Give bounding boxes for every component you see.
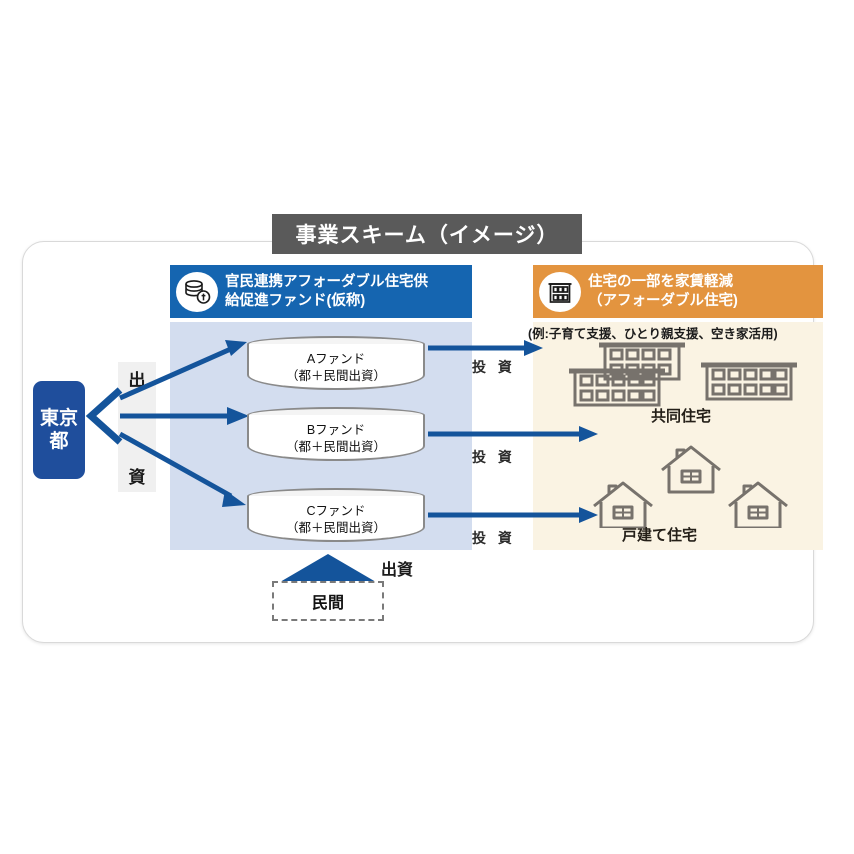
fund-header-text: 官民連携アフォーダブル住宅供 給促進ファンド(仮称) <box>225 273 428 310</box>
tokyo-line2: 都 <box>49 431 69 452</box>
fund-cylinder-c: Cファンド （都＋民間出資） <box>247 488 425 542</box>
coins-icon <box>176 271 218 312</box>
arrow-minkan-to-funds <box>280 554 376 586</box>
fund-header-line1: 官民連携アフォーダブル住宅供 <box>225 273 428 290</box>
fund-c-name: Cファンド <box>306 504 366 519</box>
fund-a-sub: （都＋民間出資） <box>285 368 386 383</box>
page-title: 事業スキーム（イメージ） <box>272 214 582 254</box>
investment-label-1: 投 資 <box>472 359 516 375</box>
cylinder-body: Bファンド （都＋民間出資） <box>247 415 425 461</box>
fund-cylinder-b: Bファンド （都＋民間出資） <box>247 407 425 461</box>
fund-b-name: Bファンド <box>306 423 366 438</box>
arrow-fund-b-to-housing <box>428 426 598 442</box>
apartment-icon <box>539 271 581 312</box>
shusshi-label-bottom: 出資 <box>381 562 414 579</box>
shusshi-left-char2: 資 <box>128 468 146 487</box>
arrow-fund-a-to-housing <box>428 340 543 356</box>
shusshi-left-char1: 出 <box>128 371 146 390</box>
minkan-box: 民間 <box>272 581 384 621</box>
investment-label-3: 投 資 <box>472 530 516 546</box>
tokyo-line1: 東京 <box>39 407 78 429</box>
fund-c-sub: （都＋民間出資） <box>285 520 386 535</box>
apartment-housing-label: 共同住宅 <box>651 408 712 425</box>
housing-section-header: 住宅の一部を家賃軽減 （アフォーダブル住宅) <box>533 265 823 318</box>
cylinder-body: Cファンド （都＋民間出資） <box>247 496 425 542</box>
tokyo-metropolis-box: 東京 都 <box>33 381 85 479</box>
apartment-building-icon-group <box>569 342 797 407</box>
fund-section-header: 官民連携アフォーダブル住宅供 給促進ファンド(仮称) <box>170 265 472 318</box>
housing-header-line2: （アフォーダブル住宅) <box>588 292 738 309</box>
detached-housing-label: 戸建て住宅 <box>622 527 698 544</box>
fund-a-name: Aファンド <box>306 352 366 367</box>
investment-label-2: 投 資 <box>472 449 516 465</box>
housing-header-text: 住宅の一部を家賃軽減 （アフォーダブル住宅) <box>588 273 738 310</box>
housing-header-line1: 住宅の一部を家賃軽減 <box>588 273 733 290</box>
fund-header-line2: 給促進ファンド(仮称) <box>225 292 366 309</box>
housing-note: (例:子育て支援、ひとり親支援、空き家活用) <box>528 327 778 341</box>
investment-arrows-from-tokyo <box>85 340 249 507</box>
cylinder-body: Aファンド （都＋民間出資） <box>247 344 425 390</box>
detached-house-icon-group <box>593 445 788 528</box>
shusshi-label-left: 出 資 <box>118 362 156 492</box>
fund-b-sub: （都＋民間出資） <box>285 439 386 454</box>
fund-cylinder-a: Aファンド （都＋民間出資） <box>247 336 425 390</box>
arrow-fund-c-to-housing <box>428 507 598 523</box>
